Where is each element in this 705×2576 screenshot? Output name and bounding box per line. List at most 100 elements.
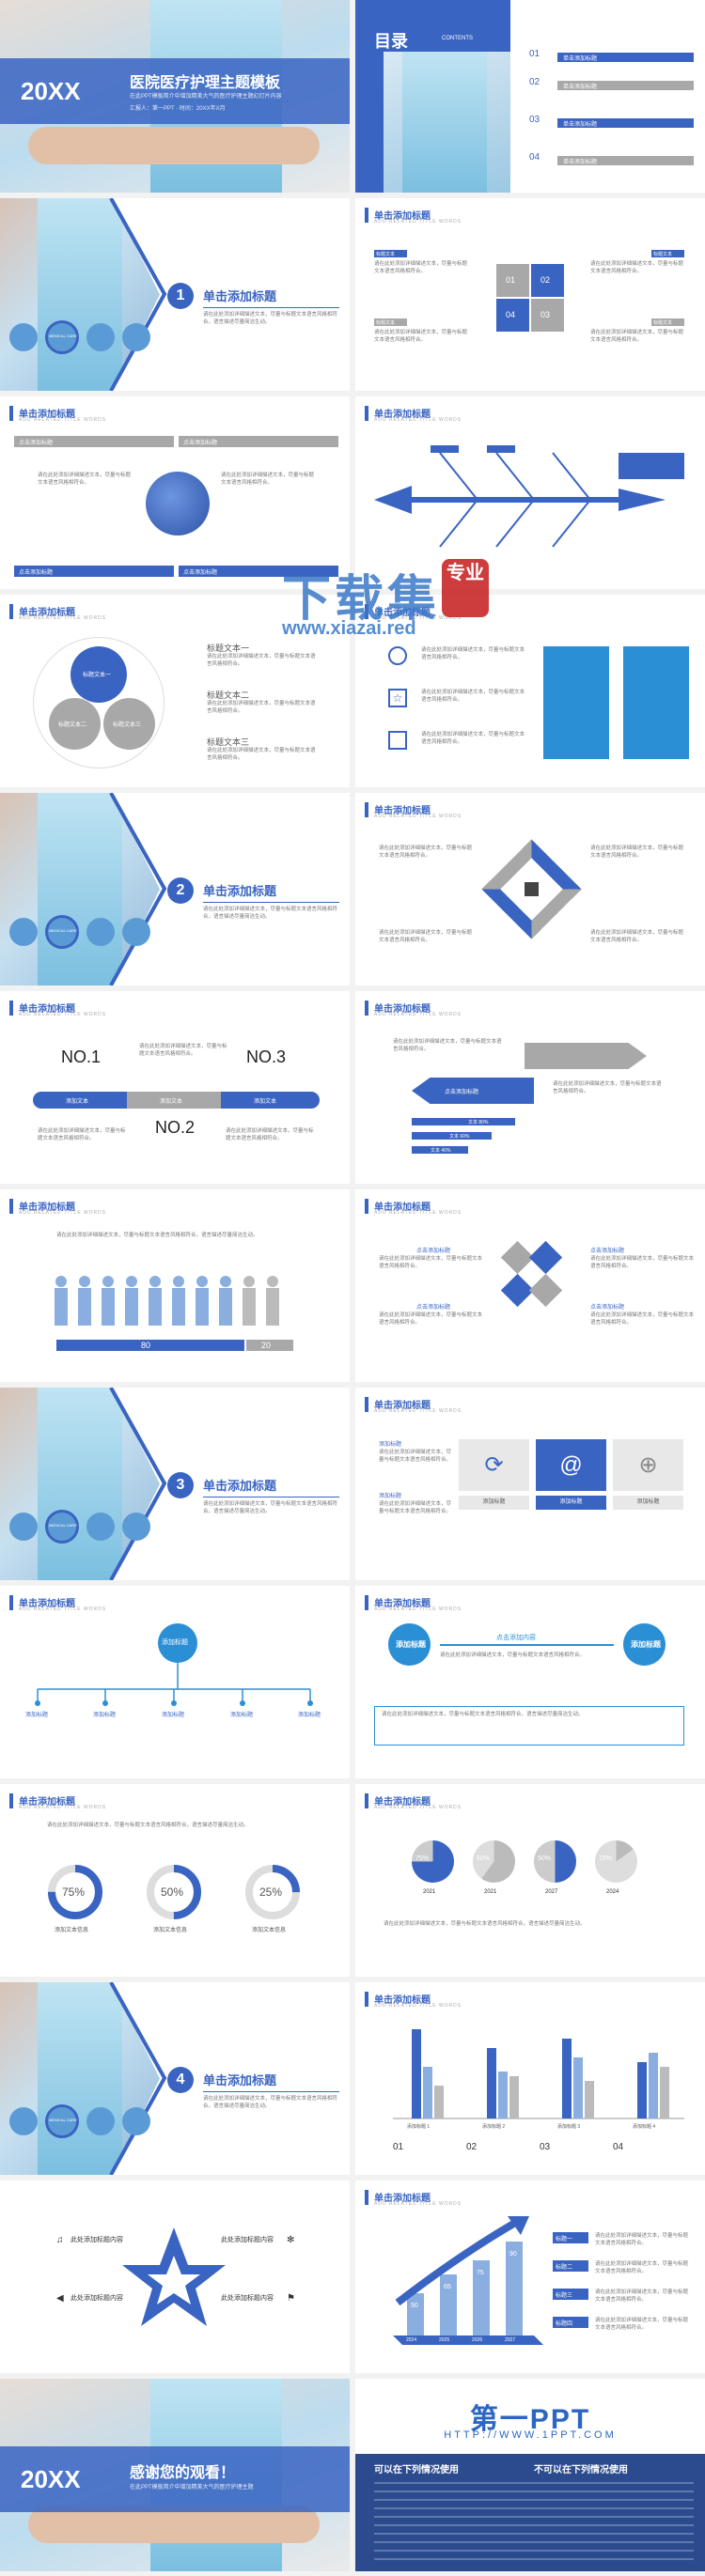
monitor-icon — [388, 731, 407, 750]
slide-section-3[interactable]: MEDICAL CARE 3 单击添加标题 请在此处添加详细描述文本，尽量与标题… — [0, 1388, 350, 1580]
section-number: 1 — [167, 283, 194, 309]
wheelchair-icon — [122, 2107, 150, 2135]
promo-url[interactable]: HTTP://WWW.1PPT.COM — [444, 2429, 617, 2441]
circle-item — [103, 698, 155, 750]
arrow-bar-label: 文本 40% — [431, 1148, 451, 1154]
section-chevron — [109, 1388, 167, 1580]
toc-item-4[interactable]: 04 单击添加标题 — [529, 150, 694, 169]
section-desc: 请在此处添加详细描述文本，尽量与标题文本语言风格相符合，语言描述尽量简洁生动。 — [203, 312, 338, 325]
slide-section-4[interactable]: MEDICAL CARE 4 单击添加标题 请在此处添加详细描述文本，尽量与标题… — [0, 1982, 350, 2175]
stethoscope-icon — [9, 2107, 38, 2135]
arrow-right — [525, 1043, 647, 1069]
puzzle-tag: 标题文本 — [653, 252, 673, 257]
arrow-text: 请在此处添加详细描述文本，尽量与标题文本语言风格相符合。 — [393, 1039, 502, 1052]
star-item: 此处添加标题内容 — [70, 2237, 123, 2243]
icon-list-text: 请在此处添加详细描述文本，尽量与标题文本语言风格相符合。 — [421, 732, 525, 745]
slide-section-1[interactable]: MEDICAL CARE 1 单击添加标题 请在此处添加详细描述文本，尽量与标题… — [0, 198, 350, 391]
toc-item-2[interactable]: 02 单击添加标题 — [529, 75, 694, 94]
refresh-icon: ⟳ — [459, 1439, 529, 1491]
toc-title: 目录 — [374, 32, 408, 51]
closing-band — [0, 2446, 350, 2512]
section-badge — [45, 2104, 79, 2138]
cover-year: 20XX — [21, 77, 81, 105]
section-title: 单击添加标题 — [203, 2073, 277, 2087]
fishbone-diagram — [374, 445, 684, 548]
section-badge-text: MEDICAL CARE — [49, 334, 77, 338]
mother-baby-icon — [86, 323, 115, 351]
slide-section-2[interactable]: MEDICAL CARE 2 单击添加标题 请在此处添加详细描述文本，尽量与标题… — [0, 793, 350, 985]
toc-label: 单击添加标题 — [563, 160, 598, 165]
toc-title-en: CONTENTS — [442, 36, 473, 41]
globe-tab: 点击添加标题 — [19, 570, 54, 576]
section-chevron — [109, 793, 167, 985]
puzzle-label: 02 — [540, 275, 551, 285]
section-number: 3 — [167, 1472, 194, 1498]
toc-item-3[interactable]: 03 单击添加标题 — [529, 113, 694, 132]
tree-leaf: 添加标题 — [230, 1713, 254, 1718]
wheelchair-icon — [122, 1513, 150, 1541]
rank-text: 请在此处添加详细描述文本，尽量与标题文本语言风格相符合。 — [226, 1128, 314, 1141]
wheelchair-icon — [122, 323, 150, 351]
slide-toc[interactable]: 目录 CONTENTS 01 单击添加标题 02 单击添加标题 03 单击添加标… — [355, 0, 705, 193]
circle-item-text: 请在此处添加详细描述文本，尽量与标题文本语言风格相符合。 — [207, 748, 316, 761]
rank-tab: 添加文本 — [254, 1099, 277, 1105]
people-left-value: 80 — [141, 1341, 151, 1350]
triple-head: 添加标题 — [379, 1494, 402, 1499]
diamond-text: 请在此处添加详细描述文本，尽量与标题文本语言风格相符合。 — [379, 930, 473, 943]
slide-cover[interactable]: 20XX 医院医疗护理主题模板 在此PPT模板简介中增加精美大气的医疗护理主题幻… — [0, 0, 350, 193]
grid-text: 请在此处添加详细描述文本，尽量与标题文本语言风格相符合。 — [590, 1256, 695, 1269]
mother-baby-icon — [86, 2107, 115, 2135]
pie-year: 2021 — [423, 1889, 436, 1895]
tree-leaf: 添加标题 — [162, 1713, 185, 1718]
slide-star[interactable]: ♫ 此处添加标题内容 ✻ 此处添加标题内容 ◀ 此处添加标题内容 ⚑ 此处添加标… — [0, 2180, 350, 2373]
section-number: 4 — [167, 2067, 194, 2093]
closing-sub: 在此PPT模板简介中增加精美大气的医疗护理主题 — [130, 2485, 254, 2491]
donut-caption: 添加文本信息 — [153, 1928, 188, 1933]
globe-text: 请在此处添加详细描述文本，尽量与标题文本语言风格相符合。 — [221, 473, 315, 486]
rank-tab: 添加文本 — [160, 1099, 183, 1105]
grouped-bars — [393, 2029, 684, 2119]
book-icon — [525, 882, 539, 896]
grid-text: 请在此处添加详细描述文本，尽量与标题文本语言风格相符合。 — [379, 1256, 483, 1269]
growth-value: 75 — [477, 2270, 484, 2276]
toc-item-1[interactable]: 01 单击添加标题 — [529, 47, 694, 66]
star-item: 此处添加标题内容 — [221, 2237, 274, 2243]
section-desc: 请在此处添加详细描述文本，尽量与标题文本语言风格相符合，语言描述尽量简洁生动。 — [203, 1501, 338, 1514]
flow-right-label: 添加标题 — [631, 1640, 661, 1649]
puzzle-text: 请在此处添加详细描述文本，尽量与标题文本语言风格相符合。 — [590, 330, 684, 343]
section-title: 单击添加标题 — [203, 884, 277, 898]
people-row — [55, 1276, 279, 1326]
tree-leaf: 添加标题 — [25, 1713, 49, 1718]
cover-subtitle: 在此PPT模板简介中增加精美大气的医疗护理主题幻灯片内容 — [130, 94, 282, 100]
promo-right-title: 不可以在下列情况使用 — [534, 2465, 628, 2475]
slide-closing[interactable]: 20XX 感谢您的观看！ 在此PPT模板简介中增加精美大气的医疗护理主题 — [0, 2379, 350, 2571]
flow-text: 请在此处添加详细描述文本，尽量与标题文本语言风格相符合。 — [440, 1653, 586, 1658]
globe-icon: ⊕ — [613, 1439, 683, 1491]
section-badge — [45, 320, 79, 354]
pie-chart — [473, 1840, 515, 1883]
section-badge — [45, 915, 79, 949]
megaphone-icon: ◀ — [56, 2293, 64, 2304]
donut-intro: 请在此处添加详细描述文本，尽量与标题文本语言风格相符合，语言描述尽量简洁生动。 — [47, 1823, 249, 1828]
circle-item — [70, 646, 127, 703]
slide-promo[interactable]: 第一PPT HTTP://WWW.1PPT.COM 可以在下列情况使用 不可以在… — [355, 2379, 705, 2571]
cover-band — [0, 58, 350, 124]
mother-baby-icon — [86, 1513, 115, 1541]
